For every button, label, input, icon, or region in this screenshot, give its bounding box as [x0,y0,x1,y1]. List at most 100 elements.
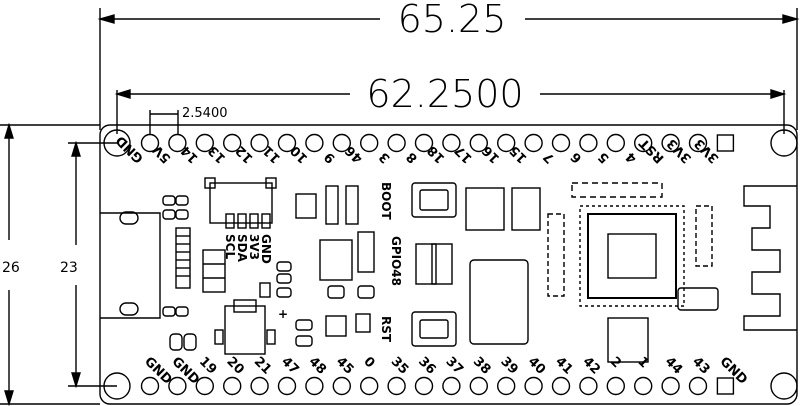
top-header-pad [716,134,735,152]
top-header-pad [606,133,625,153]
gpio48-label: GPIO48 [389,236,403,286]
boot-label: BOOT [379,182,393,221]
top-header-pin-label: 9 [322,149,339,166]
top-header-pin-label: 5V [150,142,174,166]
bottom-header-pad [716,377,735,395]
bottom-header-pad [250,376,269,396]
bottom-header-pad [387,376,406,396]
bottom-header-pad [442,376,461,396]
top-header-pad [250,133,269,153]
bottom-header-pin-label: 1 [634,354,651,371]
top-header-pin-label: 16 [480,142,503,165]
top-header-pad [442,133,461,153]
top-header-pin-label: GND [113,132,147,166]
top-header-pad [332,133,351,153]
top-header-pad [168,133,187,153]
top-header-pin-label: 5 [596,149,613,166]
top-header-pad [688,133,708,153]
overall-width-label: 65.25 [398,0,507,41]
rst-label: RST [379,316,393,343]
top-header-pad [579,133,598,153]
bottom-header-pad [634,376,653,396]
top-header-pin-label: 46 [343,142,366,165]
bottom-header-pin-label: 37 [443,354,466,377]
bottom-header-pad [497,376,516,396]
top-header-pad [414,133,434,153]
top-header-pin-label: 13 [206,142,229,165]
mcu-chip [547,182,719,363]
bottom-header-pin-label: 35 [388,354,411,377]
mounting-hole-bottom-left [103,372,131,400]
top-header-pad [661,133,680,153]
bottom-header-pin-label: 42 [580,354,603,377]
bottom-header-pad [661,376,680,396]
bottom-header-pin-label: 20 [223,354,246,377]
top-header-pin-label: 3 [376,149,393,166]
regulator-components [415,187,541,345]
top-header-pad [497,133,516,153]
svg-text:3V3: 3V3 [247,234,261,260]
bottom-header-pin-label: 36 [415,354,438,377]
bottom-header-pad [332,376,351,396]
bottom-header-pad [140,376,160,396]
bottom-header-pad [222,376,242,396]
top-header-pad [277,133,297,153]
bottom-header-pin-label: 0 [360,354,377,371]
top-header-pin-label: 14 [178,142,201,165]
bottom-header-pad [606,376,625,396]
bottom-header-pad [688,376,708,396]
top-header-pin-label: 7 [541,149,558,166]
top-header-pin-label: 17 [452,142,475,165]
svg-text:SCL: SCL [223,234,237,259]
top-header-pad [387,133,406,153]
bottom-header-pin-label: 40 [525,354,548,377]
top-header-pin-label: 12 [233,142,256,165]
top-header-pin-label: 6 [568,149,585,166]
bottom-header-pin-label: 48 [306,354,329,377]
top-header-pin-label: 10 [288,142,311,165]
bottom-header-pad [195,376,215,396]
bottom-header-pad [469,376,488,396]
i2c-header-labels: GND 3V3 SDA SCL [223,234,273,264]
bottom-header-pin-label: 41 [552,354,575,377]
hole-spacing-label: 62.2500 [366,72,523,116]
rst-button [411,311,457,347]
top-header-pin-label: 15 [507,142,530,165]
top-header-pad [634,133,653,153]
mounting-hole-bottom-right [770,372,798,400]
bottom-header-pad [305,376,324,396]
top-header-pad [551,133,571,153]
svg-text:GND: GND [259,234,273,264]
top-header-pin-label: 11 [260,142,283,165]
usb-connector [100,195,191,319]
board-edge [99,124,798,405]
dimension-lines [0,8,800,406]
bottom-header-pin-label: 45 [333,354,356,377]
mounting-hole-top-left [103,129,131,157]
bottom-header-pad [360,376,379,396]
power-components [169,177,375,355]
bottom-header-pad [414,376,434,396]
top-header-pad [469,133,488,153]
top-header-pin-label: 4 [623,149,640,166]
top-header-pad [305,133,324,153]
top-header-pin-label: 8 [404,149,421,166]
bottom-header-pin-label: 21 [251,354,274,377]
top-header-pad [195,133,215,153]
pcb-antenna [743,185,797,331]
bottom-header-pad [579,376,598,396]
boot-button [411,182,457,218]
bottom-header-pad [551,376,571,396]
bottom-header-pin-label: 38 [470,354,493,377]
top-header-pad [360,133,379,153]
plus-label: + [278,307,288,321]
bottom-header-pin-label: 43 [689,354,712,377]
mounting-hole-top-right [770,129,798,157]
top-header-pin-label: 18 [425,142,448,165]
top-header-pad [140,133,160,153]
svg-text:SDA: SDA [235,234,249,263]
hole-height-label: 23 [60,260,78,276]
